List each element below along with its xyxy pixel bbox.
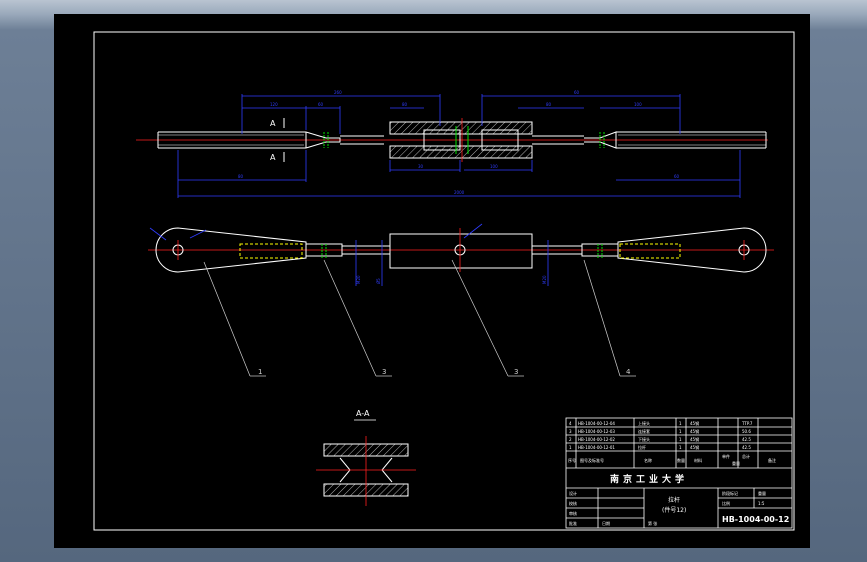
part-weight-2: 42.5 [742, 437, 751, 442]
dim-top-0: 260 [334, 90, 342, 95]
balloon-1: 1 [258, 368, 262, 376]
part-material-3: 45钢 [690, 428, 699, 434]
inner-frame [93, 31, 795, 531]
dim-top-2: 60 [318, 102, 324, 107]
part-subtitle: (件号12) [662, 506, 686, 514]
part-no-2: 2 [569, 437, 572, 442]
cut-label-bottom: A [270, 153, 276, 162]
sleeve-section-lower [389, 145, 533, 159]
dim-bottom-6: 2000 [454, 190, 465, 195]
header-qty: 数量 [677, 457, 685, 463]
balloon-4: 4 [626, 368, 631, 376]
sheet-of: 第 张 [648, 520, 657, 526]
part-weight-4: TTP.7 [741, 421, 753, 426]
dim-vertical-2: M20 [542, 275, 547, 284]
part-no-4: 4 [569, 421, 572, 426]
dim-vertical-0: M20 [356, 275, 361, 284]
front-vertical-dims [149, 223, 549, 286]
part-name-1: 拉杆 [638, 444, 646, 450]
header-weight-group: 重量 [732, 460, 740, 466]
dim-vertical-1: Ø5 [376, 278, 381, 284]
right-clevis [617, 227, 767, 273]
part-qty-1: 1 [679, 445, 682, 450]
header-unit-weight: 单件 [722, 453, 730, 459]
weight-label: 重量 [758, 490, 766, 496]
top-dimensions [177, 94, 741, 198]
cut-label-top: A [270, 119, 276, 128]
label-check: 校核 [569, 500, 577, 506]
part-material-2: 45钢 [690, 436, 699, 442]
header-code: 图号及标准号 [580, 457, 604, 463]
dim-top-4: 60 [574, 90, 580, 95]
part-weight-3: 50.6 [742, 429, 751, 434]
header-total-weight: 总计 [742, 453, 750, 459]
drawing-sheet: A A [54, 14, 810, 548]
dim-top-5: 80 [546, 102, 552, 107]
leaders [203, 259, 636, 377]
dim-top-1: 120 [270, 102, 278, 107]
part-qty-3: 1 [679, 429, 682, 434]
part-code-4: HB-1004-00-12-04 [578, 421, 615, 426]
part-name: 拉杆 [668, 496, 680, 504]
dim-top-6: 100 [634, 102, 642, 107]
left-taper [305, 131, 341, 149]
header-remark: 备注 [768, 457, 776, 463]
sleeve-section-upper [389, 121, 533, 135]
dim-bottom-1: 30 [418, 164, 424, 169]
front-sleeve [389, 233, 533, 269]
part-code-2: HB-1004-00-12-02 [578, 437, 615, 442]
top-dimension-text: 260 120 60 80 60 80 100 80 30 100 60 200… [238, 90, 680, 195]
dim-bottom-0: 80 [238, 174, 244, 179]
scale-value: 1:5 [758, 501, 765, 506]
header-material: 材料 [694, 457, 702, 463]
part-name-4: 上接头 [638, 420, 650, 426]
label-date: 日期 [602, 520, 610, 526]
right-taper [584, 131, 617, 149]
part-name-3: 连接套 [638, 428, 650, 434]
left-clevis [155, 227, 307, 273]
school-name: 南京工业大学 [610, 473, 688, 485]
left-thread-hidden [239, 243, 303, 259]
part-code-3: HB-1004-00-12-03 [578, 429, 615, 434]
label-approve: 批准 [569, 520, 577, 526]
front-view: M20 Ø5 M20 1 3 3 4 [148, 223, 774, 377]
right-thread-hidden [619, 243, 681, 259]
dim-bottom-2: 100 [490, 164, 498, 169]
drawing-number: HB-1004-00-12 [722, 515, 789, 524]
stage-label: 阶段标记 [722, 490, 738, 496]
scale-label: 比例 [722, 500, 730, 506]
header-name: 名称 [644, 457, 652, 463]
part-no-1: 1 [569, 445, 572, 450]
section-label: A-A [356, 409, 370, 418]
balloon-3: 3 [514, 368, 518, 376]
label-design: 设计 [569, 490, 577, 496]
part-no-3: 3 [569, 429, 572, 434]
part-material-1: 45钢 [690, 444, 699, 450]
sleeve-left-bore [423, 129, 461, 151]
balloon-2: 3 [382, 368, 386, 376]
part-qty-2: 1 [679, 437, 682, 442]
dim-top-3: 80 [402, 102, 408, 107]
section-a-a: A-A [316, 409, 416, 506]
title-block-grid [565, 417, 793, 529]
part-name-2: 下接头 [638, 436, 650, 442]
parts-list-text: 4 HB-1004-00-12-04 上接头 1 45钢 TTP.7 3 HB-… [568, 420, 776, 466]
part-qty-4: 1 [679, 421, 682, 426]
part-weight-1: 42.5 [742, 445, 751, 450]
part-material-4: 45钢 [690, 420, 699, 426]
top-view: A A [136, 90, 768, 198]
cad-drawing: A A [93, 31, 795, 531]
sleeve-right-bore [481, 129, 519, 151]
header-no: 序号 [568, 457, 576, 463]
part-code-1: HB-1004-00-12-01 [578, 445, 615, 450]
label-review: 审核 [569, 510, 577, 516]
dim-bottom-3: 60 [674, 174, 680, 179]
